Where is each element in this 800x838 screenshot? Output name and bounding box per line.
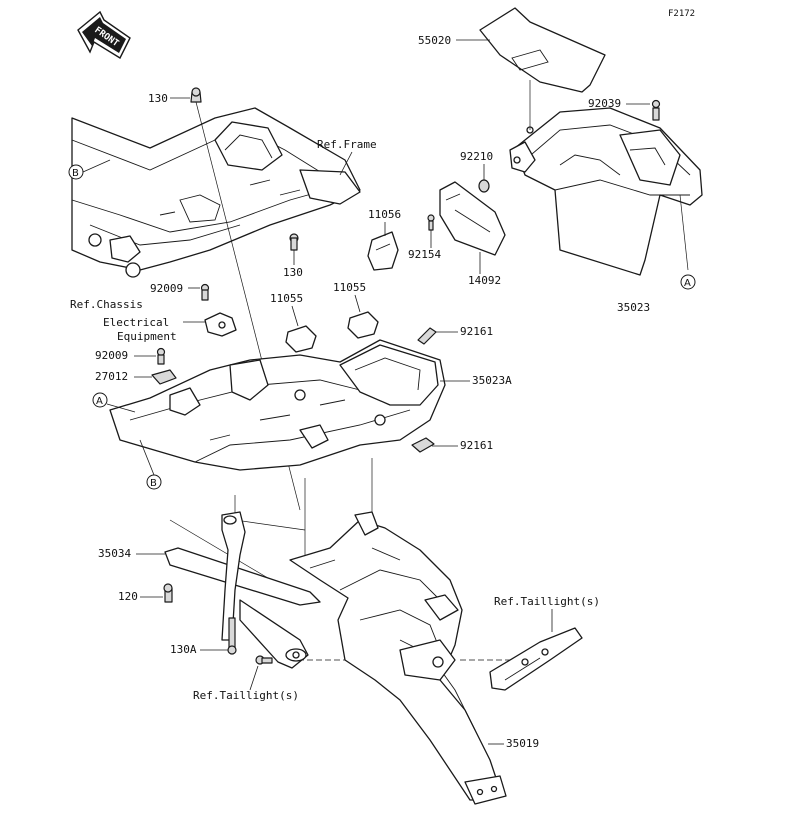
screw-92154 xyxy=(427,214,435,231)
bracket-11055-right xyxy=(347,311,379,339)
label-ref-frame: Ref.Frame xyxy=(317,138,377,176)
label-ref-chassis: Ref.Chassis xyxy=(70,298,205,323)
bolt-120 xyxy=(163,583,173,603)
label-electrical: Electrical xyxy=(103,316,169,329)
label-11055-left: 11055 xyxy=(270,292,303,327)
svg-text:92210: 92210 xyxy=(460,150,493,163)
callout-b-left: B xyxy=(139,439,162,490)
bolt-92039 xyxy=(651,99,661,121)
grab-rail-35034 xyxy=(164,511,321,669)
svg-text:35023A: 35023A xyxy=(472,374,512,387)
svg-text:92009: 92009 xyxy=(95,349,128,362)
label-11056: 11056 xyxy=(368,208,401,236)
bolt-92009-top xyxy=(200,283,210,301)
front-arrow-icon: FRONT xyxy=(77,10,131,59)
bolt-taillight-left xyxy=(255,655,273,665)
label-27012: 27012 xyxy=(95,370,152,383)
label-35019: 35019 xyxy=(488,737,539,750)
ref-line-1 xyxy=(234,495,306,531)
rear-fender-35023a xyxy=(109,339,446,471)
taillight-bracket xyxy=(489,627,583,691)
chassis-electrical-bracket xyxy=(204,312,237,337)
bracket-11055-left xyxy=(285,325,317,353)
callout-a-left: A xyxy=(92,392,136,413)
svg-text:B: B xyxy=(72,168,79,179)
bolt-92009-bottom xyxy=(156,347,166,365)
label-35023: 35023 xyxy=(617,301,650,314)
svg-text:120: 120 xyxy=(118,590,138,603)
svg-text:92161: 92161 xyxy=(460,325,493,338)
figure-code: F2172 xyxy=(668,9,695,19)
svg-text:Ref.Frame: Ref.Frame xyxy=(317,138,377,151)
svg-text:27012: 27012 xyxy=(95,370,128,383)
callout-a-top: A xyxy=(680,274,696,290)
label-92210: 92210 xyxy=(460,150,493,180)
callout-b-top: B xyxy=(68,159,111,180)
svg-text:Ref.Taillight(s): Ref.Taillight(s) xyxy=(494,595,600,608)
svg-text:55020: 55020 xyxy=(418,34,451,47)
label-92161-top: 92161 xyxy=(436,325,493,338)
svg-text:11056: 11056 xyxy=(368,208,401,221)
label-35034: 35034 xyxy=(98,547,165,560)
svg-text:92154: 92154 xyxy=(408,248,441,261)
label-130-top: 130 xyxy=(148,92,190,105)
svg-text:92161: 92161 xyxy=(460,439,493,452)
bolt-130-mid xyxy=(289,233,299,251)
svg-text:B: B xyxy=(150,478,157,489)
label-92009-top: 92009 xyxy=(150,282,200,295)
svg-text:14092: 14092 xyxy=(468,274,501,287)
svg-text:11055: 11055 xyxy=(333,281,366,294)
label-120: 120 xyxy=(118,590,163,603)
label-14092: 14092 xyxy=(468,252,501,287)
cover-14092 xyxy=(439,181,506,256)
label-92039: 92039 xyxy=(588,97,650,110)
svg-text:92009: 92009 xyxy=(150,282,183,295)
svg-text:130A: 130A xyxy=(170,643,197,656)
label-92161-bottom: 92161 xyxy=(432,439,493,452)
label-11055-right: 11055 xyxy=(333,281,366,313)
svg-text:35023: 35023 xyxy=(617,301,650,314)
pad-92161-bottom xyxy=(411,437,435,453)
svg-text:Ref.Taillight(s): Ref.Taillight(s) xyxy=(193,689,299,702)
battery-case-35023 xyxy=(509,107,703,276)
rear-fender-35019 xyxy=(289,511,507,805)
cover-55020 xyxy=(479,7,606,130)
label-92009-bottom: 92009 xyxy=(95,349,156,362)
label-ref-taillight-left: Ref.Taillight(s) xyxy=(193,665,299,702)
label-130-mid: 130 xyxy=(283,250,303,279)
svg-text:35034: 35034 xyxy=(98,547,131,560)
svg-text:Electrical: Electrical xyxy=(103,316,169,329)
svg-text:35019: 35019 xyxy=(506,737,539,750)
svg-text:130: 130 xyxy=(283,266,303,279)
pad-92161-top xyxy=(417,327,437,345)
svg-text:11055: 11055 xyxy=(270,292,303,305)
label-92154: 92154 xyxy=(408,230,441,261)
label-35023a: 35023A xyxy=(440,374,512,387)
label-130a: 130A xyxy=(170,643,228,656)
svg-text:A: A xyxy=(96,396,103,407)
label-55020: 55020 xyxy=(418,34,490,47)
rear-frame-assembly xyxy=(71,107,361,278)
svg-text:130: 130 xyxy=(148,92,168,105)
damper-92210 xyxy=(478,179,490,193)
svg-text:A: A xyxy=(684,278,691,289)
clamp-27012 xyxy=(151,369,177,385)
label-equipment: Equipment xyxy=(117,330,177,343)
svg-text:Ref.Chassis: Ref.Chassis xyxy=(70,298,143,311)
bolt-130a xyxy=(227,617,237,655)
svg-text:Equipment: Equipment xyxy=(117,330,177,343)
bracket-11056 xyxy=(367,231,399,271)
label-ref-taillight-right: Ref.Taillight(s) xyxy=(494,595,600,632)
svg-text:92039: 92039 xyxy=(588,97,621,110)
